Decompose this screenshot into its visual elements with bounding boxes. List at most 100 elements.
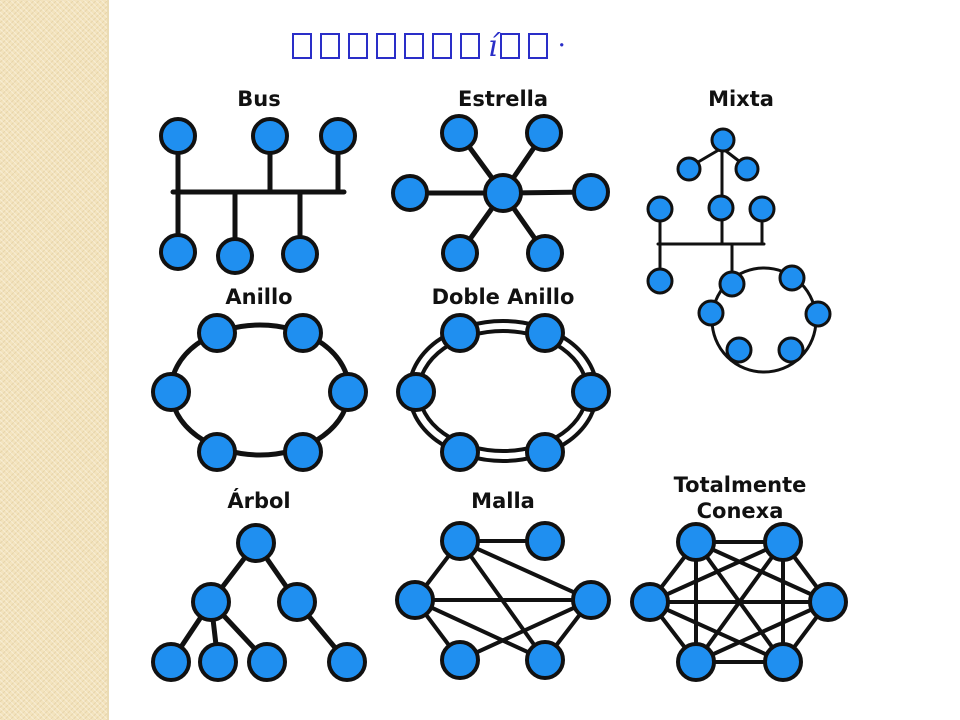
network-node [572, 173, 610, 211]
full-link [694, 600, 830, 664]
network-node [151, 642, 191, 682]
title-missing-glyph [527, 33, 548, 59]
network-node [391, 174, 429, 212]
network-node [283, 313, 323, 353]
network-node [778, 264, 806, 292]
network-node [441, 234, 479, 272]
title-missing-glyph [376, 33, 396, 59]
network-node [710, 127, 736, 153]
network-node [395, 580, 435, 620]
label-full-line1: Totalmente [674, 473, 807, 497]
network-node [283, 432, 323, 472]
network-node [571, 580, 611, 620]
network-node [808, 582, 848, 622]
network-node [804, 300, 832, 328]
full-topology [648, 540, 830, 664]
network-node [277, 582, 317, 622]
topologies-svg: Bus Estrella Mixta Anillo Doble Anillo Á… [151, 87, 848, 682]
double-ring-nodes [396, 313, 611, 472]
network-node [440, 640, 480, 680]
network-node [251, 117, 289, 155]
title-visible-char: í [488, 28, 498, 64]
full-nodes [630, 522, 848, 682]
network-node [216, 237, 254, 275]
network-node [159, 117, 197, 155]
network-node [440, 432, 480, 472]
title-missing-glyph [499, 33, 520, 59]
ring-link [168, 322, 352, 458]
title-missing-glyph [292, 33, 312, 59]
double-ring-outer [407, 319, 599, 463]
mesh-nodes [395, 521, 611, 680]
bus-topology [170, 133, 347, 257]
mesh-link [458, 539, 593, 602]
network-node [396, 372, 436, 412]
network-node [525, 313, 565, 353]
title-missing-glyph [432, 33, 452, 59]
tree-nodes [151, 523, 367, 682]
network-node [197, 313, 237, 353]
network-node [191, 582, 231, 622]
title-missing-glyph [348, 33, 368, 59]
mesh-link [458, 598, 593, 662]
label-mesh: Malla [471, 489, 535, 513]
full-link [648, 600, 785, 664]
network-node [440, 521, 480, 561]
ring-nodes [151, 313, 368, 472]
network-node-root [236, 523, 276, 563]
network-node [198, 642, 238, 682]
star-nodes [391, 114, 610, 272]
label-full-line2: Conexa [697, 499, 784, 523]
network-node [281, 235, 319, 273]
network-node [159, 233, 197, 271]
label-star: Estrella [458, 87, 548, 111]
network-node [718, 270, 746, 298]
network-node [525, 640, 565, 680]
network-node [676, 156, 702, 182]
side-decorative-strip [0, 0, 109, 720]
network-node [646, 195, 674, 223]
network-node [440, 313, 480, 353]
network-node [697, 299, 725, 327]
network-node [763, 522, 803, 562]
mesh-link [413, 598, 547, 662]
title-missing-glyph [320, 33, 340, 59]
network-node [676, 522, 716, 562]
slide-title: í · [292, 26, 572, 66]
network-node [777, 336, 805, 364]
title-missing-glyph [404, 33, 424, 59]
network-node [319, 117, 357, 155]
network-node [725, 336, 753, 364]
network-node [676, 642, 716, 682]
label-tree: Árbol [227, 488, 290, 513]
network-node [525, 432, 565, 472]
network-node [247, 642, 287, 682]
bus-nodes [159, 117, 357, 275]
mixed-nodes [646, 127, 832, 364]
network-node [525, 114, 563, 152]
title-trailing-dot: · [557, 31, 572, 61]
network-node [646, 267, 674, 295]
network-node [630, 582, 670, 622]
ring-topology [168, 322, 352, 458]
double-ring-inner [417, 329, 589, 453]
network-node [440, 114, 478, 152]
title-missing-glyph [460, 33, 480, 59]
network-node-hub [483, 173, 523, 213]
network-node [763, 642, 803, 682]
network-topologies-figure: Bus Estrella Mixta Anillo Doble Anillo Á… [140, 80, 860, 690]
network-node [328, 372, 368, 412]
network-node [525, 521, 565, 561]
network-node [151, 372, 191, 412]
full-link [648, 540, 785, 604]
label-mixed: Mixta [708, 87, 774, 111]
label-bus: Bus [237, 87, 280, 111]
network-node [571, 372, 611, 412]
mesh-topology [413, 539, 593, 662]
network-node [327, 642, 367, 682]
network-node [734, 156, 760, 182]
network-node [197, 432, 237, 472]
label-double-ring: Doble Anillo [432, 285, 575, 309]
network-node [748, 195, 776, 223]
network-node [707, 194, 735, 222]
